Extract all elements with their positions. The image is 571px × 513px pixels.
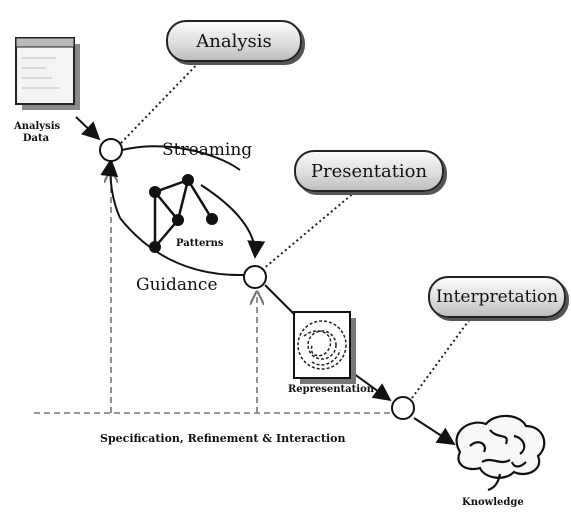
label-analysis-data: Analysis Data — [14, 121, 61, 144]
patterns-graph-icon — [149, 174, 218, 253]
analysis-node — [99, 138, 123, 162]
label-representation: Representation — [288, 384, 375, 395]
process-nodes — [99, 138, 415, 420]
stage-analysis: Analysis — [166, 20, 302, 62]
representation-icon — [293, 311, 356, 384]
knowledge-brain-icon — [455, 414, 546, 492]
interpretation-node — [391, 396, 415, 420]
label-specification: Specification, Refinement & Interaction — [100, 432, 346, 445]
label-patterns: Patterns — [176, 238, 224, 249]
analysis-data-icon — [15, 37, 80, 110]
label-streaming: Streaming — [162, 140, 253, 160]
feedback-loop — [34, 170, 402, 414]
label-knowledge: Knowledge — [462, 497, 524, 508]
label-guidance: Guidance — [136, 275, 218, 295]
stage-presentation: Presentation — [294, 150, 444, 192]
stage-connectors — [120, 53, 479, 399]
stage-interpretation: Interpretation — [428, 276, 566, 318]
flow-arrows — [75, 116, 456, 445]
presentation-node — [243, 265, 267, 289]
